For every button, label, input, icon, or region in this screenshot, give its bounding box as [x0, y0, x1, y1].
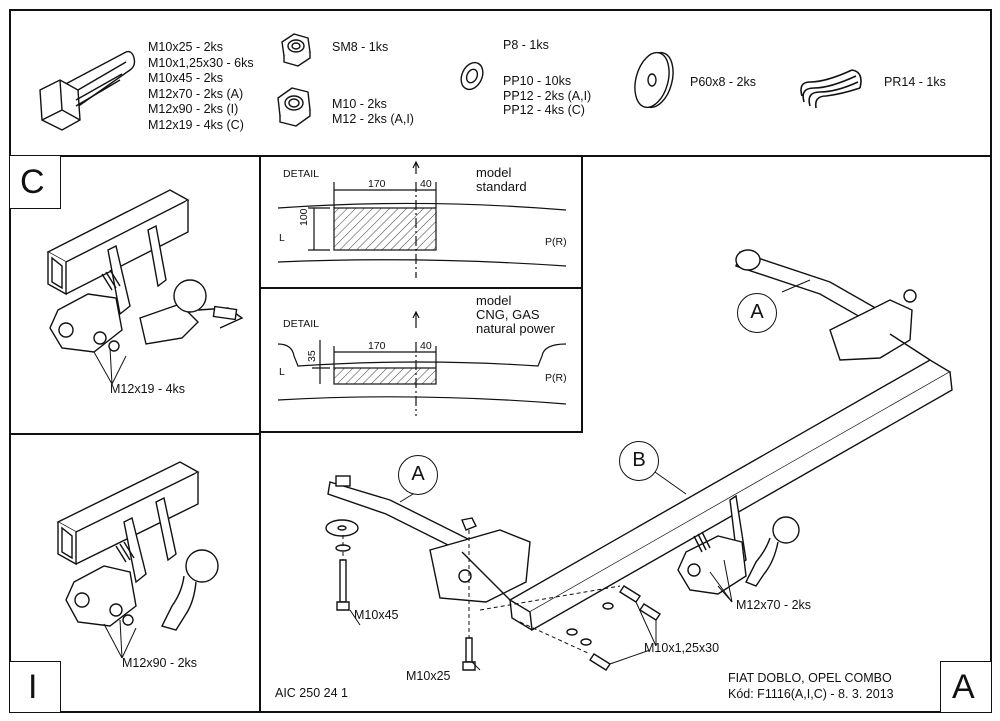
spring-icon [800, 69, 862, 109]
bolt-item: M10x25 - 2ks [148, 40, 224, 54]
detail-box [259, 155, 583, 433]
bolt-item: M12x70 - 2ks (A) [148, 86, 244, 101]
panel-a-letter-box [940, 661, 992, 713]
washer-p8-label: P8 - 1ks [503, 38, 549, 52]
model-line: model [476, 165, 512, 180]
part-code: AIC 250 24 1 [275, 686, 348, 700]
left-column-divider [259, 155, 261, 713]
label-b: B [619, 441, 659, 481]
washer-p60-label: P60x8 - 2ks [690, 75, 757, 89]
model-line: natural power [476, 321, 555, 336]
panel-c-towbar-drawing [46, 189, 244, 353]
washer-p60-icon [634, 51, 674, 109]
main-bolt-m10x1-25x30: M10x1,25x30 [644, 641, 720, 655]
panel-a-letter: A [952, 668, 975, 706]
nut-sm8-icon [281, 33, 311, 67]
nut-sm8-label: SM8 - 1ks [332, 40, 389, 54]
washer-pp-icon [460, 61, 484, 91]
detail-standard-PR: P(R) [545, 236, 567, 248]
panel-c-leader-lines [93, 347, 127, 385]
nut-m-list: M10 - 2ks M12 - 2ks (A,I) [332, 97, 414, 127]
label-a-lower: A [398, 455, 438, 495]
detail-standard-dim-170: 170 [368, 178, 386, 190]
outer-frame [9, 9, 992, 713]
washer-pp-list: PP10 - 10ks PP12 - 2ks (A,I) PP12 - 4ks … [503, 74, 591, 118]
bolt-item: M12x90 - 2ks (I) [148, 102, 239, 116]
detail-cng-drawing [277, 310, 567, 416]
bolt-item: M12x19 - 4ks (C) [148, 117, 244, 132]
panel-i-towbar-drawing [56, 461, 219, 631]
washer-item: PP12 - 4ks (C) [503, 103, 585, 117]
washer-item: PP10 - 10ks [503, 74, 572, 88]
panel-c-letter: C [20, 163, 45, 201]
main-exploded-view [325, 249, 953, 671]
nut-item: M10 - 2ks [332, 97, 387, 111]
bolt-item: M10x1,25x30 - 6ks [148, 55, 254, 70]
panel-c-letter-box [9, 155, 61, 209]
detail-standard-dim-40: 40 [420, 178, 432, 190]
panel-i-leader-lines [103, 619, 137, 659]
detail-cng-dim-170: 170 [368, 340, 386, 352]
left-mid-divider [9, 433, 260, 435]
panel-i-letter-box [9, 661, 61, 713]
detail-cng-dim-40: 40 [420, 340, 432, 352]
model-line: standard [476, 179, 527, 194]
main-bolt-m10x45: M10x45 [354, 608, 399, 622]
parts-divider [9, 155, 992, 157]
nut-m-icon [277, 87, 311, 127]
main-bolt-m10x25: M10x25 [406, 669, 451, 683]
detail-divider [259, 287, 583, 289]
detail-cng-PR: P(R) [545, 372, 567, 384]
detail-standard-drawing [277, 160, 567, 278]
detail-standard-dim-100: 100 [298, 208, 310, 226]
panel-c-bolt-label: M12x19 - 4ks [110, 382, 186, 396]
nut-item: M12 - 2ks (A,I) [332, 112, 414, 126]
detail-standard-L: L [279, 232, 285, 244]
label-a-upper: A [737, 293, 777, 333]
detail-standard-model: model standard [476, 166, 527, 194]
model-line: CNG, GAS [476, 307, 540, 322]
vehicle-name: FIAT DOBLO, OPEL COMBO [728, 671, 892, 685]
bolt-illustration [39, 50, 136, 131]
bolt-item: M10x45 - 2ks [148, 71, 224, 85]
detail-cng-label: DETAIL [283, 318, 319, 330]
detail-cng-model: model CNG, GAS natural power [476, 294, 555, 336]
kod-line: Kód: F1116(A,I,C) - 8. 3. 2013 [728, 687, 894, 701]
detail-cng-L: L [279, 366, 285, 378]
spring-label: PR14 - 1ks [884, 75, 946, 89]
detail-standard-label: DETAIL [283, 168, 319, 180]
washer-item: PP12 - 2ks (A,I) [503, 88, 592, 103]
main-bolt-m12x70: M12x70 - 2ks [736, 598, 812, 612]
panel-i-letter: I [28, 668, 38, 706]
panel-i-bolt-label: M12x90 - 2ks [122, 656, 198, 670]
model-line: model [476, 293, 512, 308]
bolt-list: M10x25 - 2ks M10x1,25x30 - 6ks M10x45 - … [148, 40, 254, 133]
